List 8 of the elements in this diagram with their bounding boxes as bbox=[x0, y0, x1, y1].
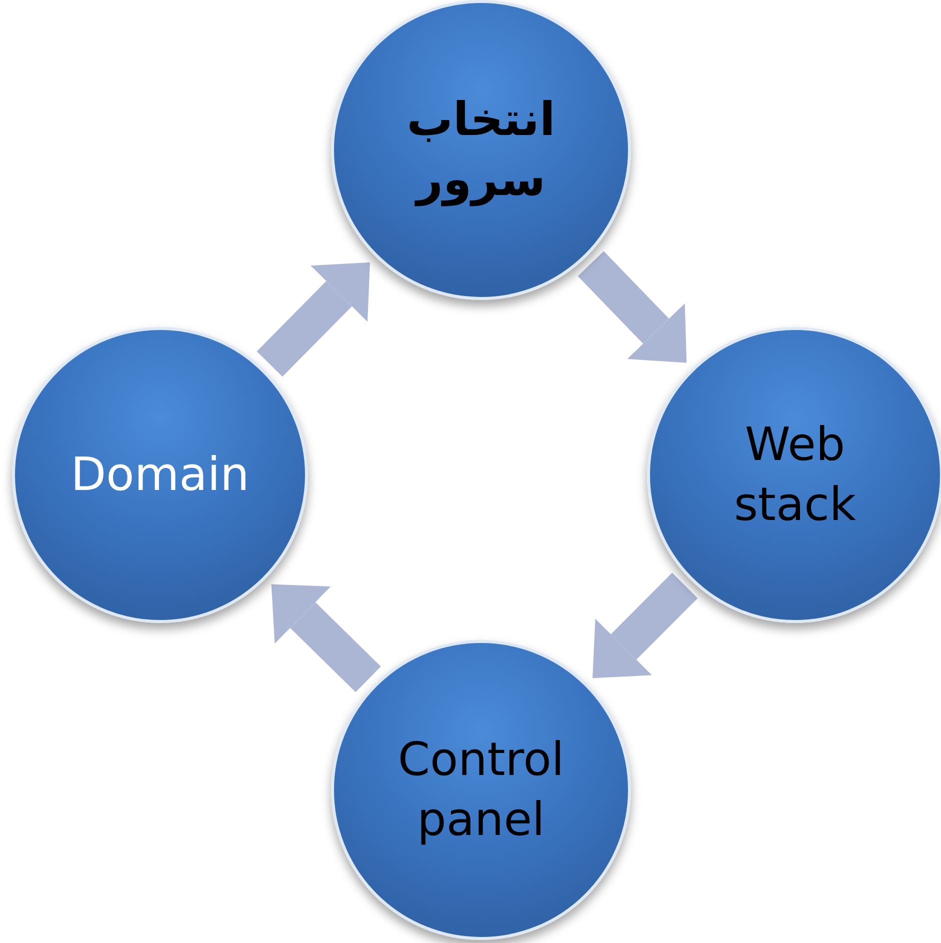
node-label: Domain bbox=[70, 446, 250, 504]
node-label: Control panel bbox=[396, 731, 566, 848]
arrow bbox=[592, 572, 698, 678]
arrow bbox=[578, 251, 687, 363]
arrow bbox=[271, 584, 381, 692]
arrow bbox=[256, 262, 370, 377]
node-label: انتخاب سرور bbox=[406, 91, 556, 208]
node-label: Web stack bbox=[732, 416, 858, 533]
